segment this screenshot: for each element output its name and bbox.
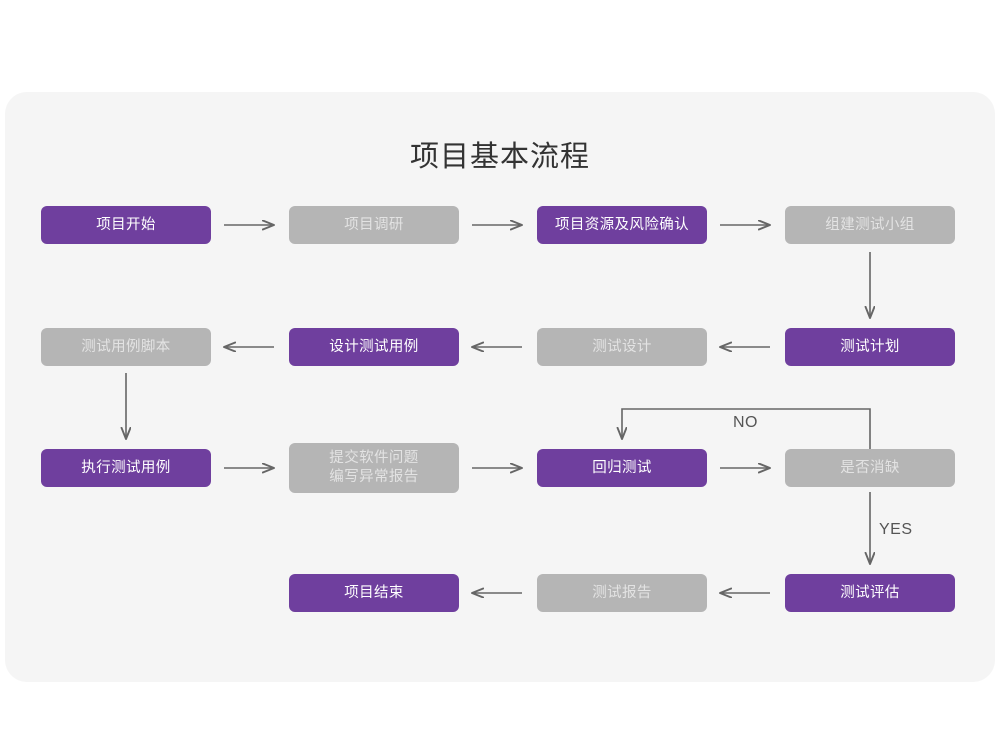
- node-test-plan[interactable]: 测试计划: [785, 328, 955, 366]
- node-regression-test[interactable]: 回归测试: [537, 449, 707, 487]
- node-resource-risk-confirm[interactable]: 项目资源及风险确认: [537, 206, 707, 244]
- node-defect-resolved-decision[interactable]: 是否消缺: [785, 449, 955, 487]
- branch-label-no: NO: [733, 414, 758, 431]
- node-test-design[interactable]: 测试设计: [537, 328, 707, 366]
- branch-label-yes: YES: [879, 521, 913, 538]
- node-project-start[interactable]: 项目开始: [41, 206, 211, 244]
- node-design-test-case[interactable]: 设计测试用例: [289, 328, 459, 366]
- node-project-end[interactable]: 项目结束: [289, 574, 459, 612]
- node-submit-defect-report[interactable]: 提交软件问题 编写异常报告: [289, 443, 459, 493]
- node-test-evaluation[interactable]: 测试评估: [785, 574, 955, 612]
- node-test-report[interactable]: 测试报告: [537, 574, 707, 612]
- node-execute-test-case[interactable]: 执行测试用例: [41, 449, 211, 487]
- node-test-case-script[interactable]: 测试用例脚本: [41, 328, 211, 366]
- page-title: 项目基本流程: [409, 141, 590, 173]
- node-project-research[interactable]: 项目调研: [289, 206, 459, 244]
- node-form-test-team[interactable]: 组建测试小组: [785, 206, 955, 244]
